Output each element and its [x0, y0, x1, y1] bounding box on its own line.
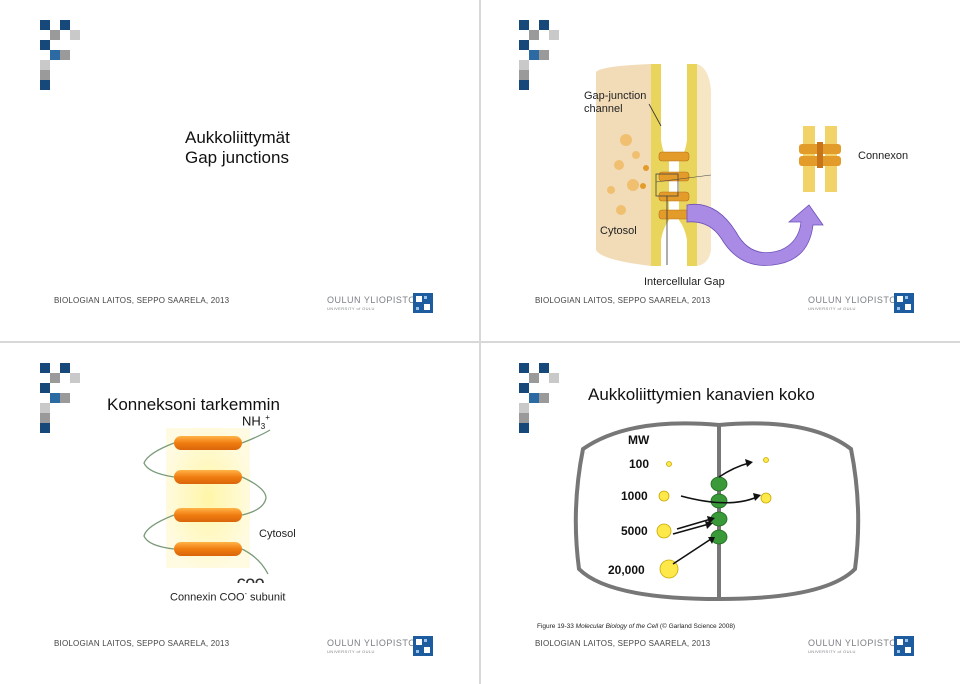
connexin-subunit-illustration — [143, 428, 271, 575]
gap-junction-channel-label: Gap-junction channel — [584, 90, 647, 115]
slide-title: Konneksoni tarkemmin — [107, 395, 280, 414]
university-wordmark: OULUN YLIOPISTO UNIVERSITY of OULU — [327, 295, 416, 311]
gap-junction-illustration — [596, 64, 824, 266]
university-wordmark: OULUN YLIOPISTO UNIVERSITY of OULU — [327, 638, 416, 654]
mw-value: 100 — [629, 457, 650, 471]
coo-label: COO — [237, 576, 265, 583]
slide-4: Aukkoliittymien kanavien koko — [481, 343, 960, 684]
footer-credit: BIOLOGIAN LAITOS, SEPPO SAARELA, 2013 — [535, 639, 711, 648]
footer-credit: BIOLOGIAN LAITOS, SEPPO SAARELA, 2013 — [54, 639, 230, 648]
footer-credit: BIOLOGIAN LAITOS, SEPPO SAARELA, 2013 — [54, 296, 230, 305]
university-emblem-icon — [413, 293, 433, 313]
cytosol-label: Cytosol — [259, 528, 296, 540]
connexin-caption: Connexin COO- subunit — [170, 591, 286, 604]
figure-caption: Figure 19-33 Molecular Biology of the Ce… — [537, 623, 736, 630]
slide-title: Aukkoliittymät Gap junctions — [185, 128, 290, 167]
university-emblem-icon — [894, 636, 914, 656]
mw-value: 5000 — [621, 524, 648, 538]
slide-2: Gap-junction channel Connexon Cytosol In… — [481, 0, 960, 341]
slide-3: Konneksoni tarkemmin NH3+ Cytosol COO Co… — [0, 343, 479, 684]
nh3-label: NH3+ — [242, 413, 270, 431]
slide-title: Aukkoliittymien kanavien koko — [588, 385, 815, 404]
footer-credit: BIOLOGIAN LAITOS, SEPPO SAARELA, 2013 — [535, 296, 711, 305]
mw-value: 20,000 — [608, 563, 645, 577]
university-wordmark: OULUN YLIOPISTO UNIVERSITY of OULU — [808, 638, 897, 654]
intercellular-gap-label: Intercellular Gap — [644, 276, 725, 288]
mw-value: 1000 — [621, 489, 648, 503]
slide-divider-horizontal — [0, 341, 960, 343]
connexon-illustration — [799, 126, 841, 192]
university-emblem-icon — [413, 636, 433, 656]
cytosol-label: Cytosol — [600, 225, 637, 237]
channel-size-illustration — [573, 421, 861, 602]
university-emblem-icon — [894, 293, 914, 313]
slide-1: Aukkoliittymät Gap junctions BIOLOGIAN L… — [0, 0, 479, 341]
mw-header: MW — [628, 433, 650, 447]
connexon-label: Connexon — [858, 150, 909, 162]
university-wordmark: OULUN YLIOPISTO UNIVERSITY of OULU — [808, 295, 897, 311]
